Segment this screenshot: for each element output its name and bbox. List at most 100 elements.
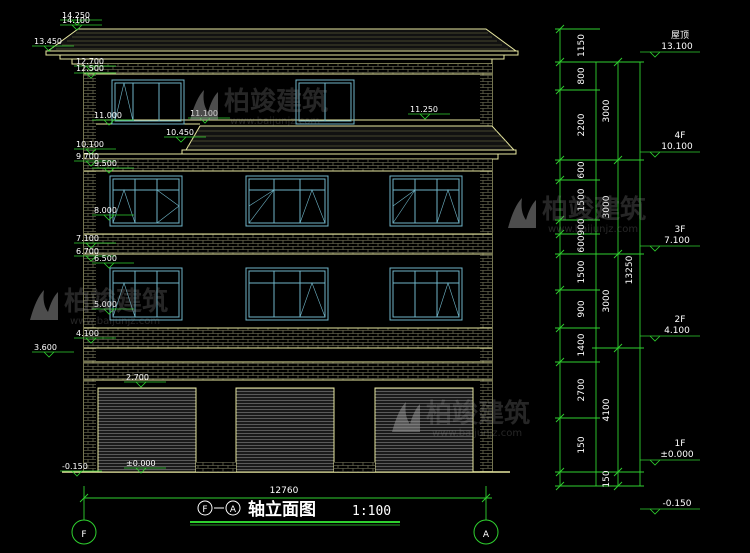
svg-text:F: F bbox=[81, 530, 86, 540]
svg-text:7.100: 7.100 bbox=[664, 236, 690, 246]
floor-label-2: 3F7.100 bbox=[640, 225, 700, 252]
svg-text:4.100: 4.100 bbox=[664, 326, 690, 336]
elevation-marker-e3600: 3.600 bbox=[32, 343, 74, 358]
svg-text:柏竣建筑: 柏竣建筑 bbox=[64, 286, 168, 317]
svg-text:柏竣建筑: 柏竣建筑 bbox=[426, 398, 530, 429]
title-text: 轴立面图 bbox=[248, 499, 316, 520]
garage-door-3 bbox=[374, 387, 474, 473]
floor-label-5: -0.150 bbox=[640, 499, 700, 515]
svg-text:11.000: 11.000 bbox=[94, 111, 122, 120]
elevation-marker-e8000: 8.000 bbox=[92, 206, 134, 221]
dimension-ticks: 1150800220060015009006001500900140027001… bbox=[555, 24, 700, 515]
svg-text:10.100: 10.100 bbox=[76, 140, 104, 149]
svg-text:2F: 2F bbox=[675, 315, 686, 325]
left-brick-strip bbox=[84, 64, 96, 472]
svg-text:10.450: 10.450 bbox=[166, 128, 194, 137]
elevation-marker-e12700: 12.700 bbox=[74, 57, 116, 72]
elevation-marker-e6500: 6.500 bbox=[92, 254, 134, 269]
svg-text:柏竣建筑: 柏竣建筑 bbox=[542, 194, 646, 225]
watermarks: 柏竣建筑www.baijunjz.com柏竣建筑www.baijunjz.com… bbox=[30, 86, 646, 439]
dim-mid-label: 150 bbox=[602, 470, 612, 487]
dim-outer-label: 800 bbox=[577, 67, 587, 84]
elevation-marker-e9700: 9.700 bbox=[74, 152, 116, 167]
dim-mid-label: 3000 bbox=[602, 289, 612, 312]
window-2f-2 bbox=[245, 267, 329, 321]
svg-text:14.250: 14.250 bbox=[62, 11, 90, 20]
garage-doors bbox=[97, 387, 474, 473]
svg-text:A: A bbox=[483, 530, 490, 540]
svg-text:6.500: 6.500 bbox=[94, 254, 117, 263]
drawing-title: F A 轴立面图 1:100 bbox=[190, 499, 400, 526]
elevation-marker-e4100: 4.100 bbox=[74, 329, 116, 344]
svg-text:12.700: 12.700 bbox=[76, 57, 104, 66]
dim-outer-label: 150 bbox=[577, 436, 587, 453]
dim-mid-label: 3000 bbox=[602, 195, 612, 218]
svg-text:9.500: 9.500 bbox=[94, 159, 117, 168]
garage-door-2 bbox=[235, 387, 335, 473]
windows bbox=[109, 79, 463, 321]
svg-text:www.baijunjz.com: www.baijunjz.com bbox=[548, 224, 638, 235]
mid-roof bbox=[83, 125, 517, 160]
window-3f-1 bbox=[109, 175, 183, 227]
elevation-marker-e10100: 10.100 bbox=[74, 140, 116, 155]
dim-outer-label: 900 bbox=[577, 218, 587, 235]
svg-text:www.baijunjz.com: www.baijunjz.com bbox=[70, 316, 160, 327]
floor-label-4: 1F±0.000 bbox=[640, 439, 700, 466]
window-2f-3 bbox=[389, 267, 463, 321]
svg-text:3F: 3F bbox=[675, 225, 686, 235]
svg-text:屋顶: 屋顶 bbox=[671, 30, 689, 41]
dim-outer-label: 600 bbox=[577, 235, 587, 252]
dim-outer-label: 1500 bbox=[577, 260, 587, 283]
svg-text:www.baijunjz.com: www.baijunjz.com bbox=[432, 428, 522, 439]
svg-text:F: F bbox=[202, 505, 207, 515]
svg-text:10.100: 10.100 bbox=[661, 142, 693, 152]
elevation-marker-e11250: 11.250 bbox=[408, 105, 450, 120]
elevation-marker-e0: ±0.000 bbox=[124, 459, 166, 474]
svg-text:柏竣建筑: 柏竣建筑 bbox=[224, 86, 328, 117]
elevation-marker-e12500: 12.500 bbox=[74, 64, 116, 79]
elevation-marker-e7100: 7.100 bbox=[74, 234, 116, 249]
window-2f-1 bbox=[109, 267, 183, 321]
elevation-marker-e9500: 9.500 bbox=[92, 159, 134, 174]
top-roof bbox=[45, 28, 519, 65]
elevation-marker-e11000a: 11.000 bbox=[92, 111, 134, 126]
elevation-marker-em0150: -0.150 bbox=[60, 462, 102, 477]
svg-text:12.500: 12.500 bbox=[76, 64, 104, 73]
svg-text:5.000: 5.000 bbox=[94, 300, 117, 309]
svg-text:2.700: 2.700 bbox=[126, 373, 149, 382]
axis-bubble-right: A bbox=[473, 519, 499, 545]
svg-text:9.700: 9.700 bbox=[76, 152, 99, 161]
svg-text:8.000: 8.000 bbox=[94, 206, 117, 215]
dim-outer-label: 900 bbox=[577, 300, 587, 317]
svg-text:-0.150: -0.150 bbox=[62, 462, 88, 471]
elevation-marker-e10450: 10.450 bbox=[164, 128, 206, 143]
svg-text:±0.000: ±0.000 bbox=[126, 459, 156, 468]
window-3f-3 bbox=[389, 175, 463, 227]
dim-outer-label: 1400 bbox=[577, 333, 587, 356]
dim-outer-label: 1500 bbox=[577, 188, 587, 211]
dim-mid-label: 3000 bbox=[602, 99, 612, 122]
svg-text:4.100: 4.100 bbox=[76, 329, 99, 338]
window-3f-2 bbox=[245, 175, 329, 227]
overall-dimension bbox=[79, 486, 492, 520]
elevation-marker-e5000: 5.000 bbox=[92, 300, 134, 315]
dim-outer-label: 2200 bbox=[577, 113, 587, 136]
svg-text:www.baijunjz.com: www.baijunjz.com bbox=[230, 116, 320, 127]
svg-text:13.100: 13.100 bbox=[661, 42, 693, 52]
scale-text: 1:100 bbox=[352, 504, 391, 519]
elevation-marker-e6700: 6.700 bbox=[74, 247, 116, 262]
garage-door-1 bbox=[97, 387, 197, 473]
svg-text:1F: 1F bbox=[675, 439, 686, 449]
svg-text:14.100: 14.100 bbox=[62, 16, 90, 25]
dim-outer-label: 600 bbox=[577, 161, 587, 178]
window-4f-right bbox=[295, 79, 355, 125]
elevation-marker-e13450: 13.450 bbox=[32, 37, 74, 52]
